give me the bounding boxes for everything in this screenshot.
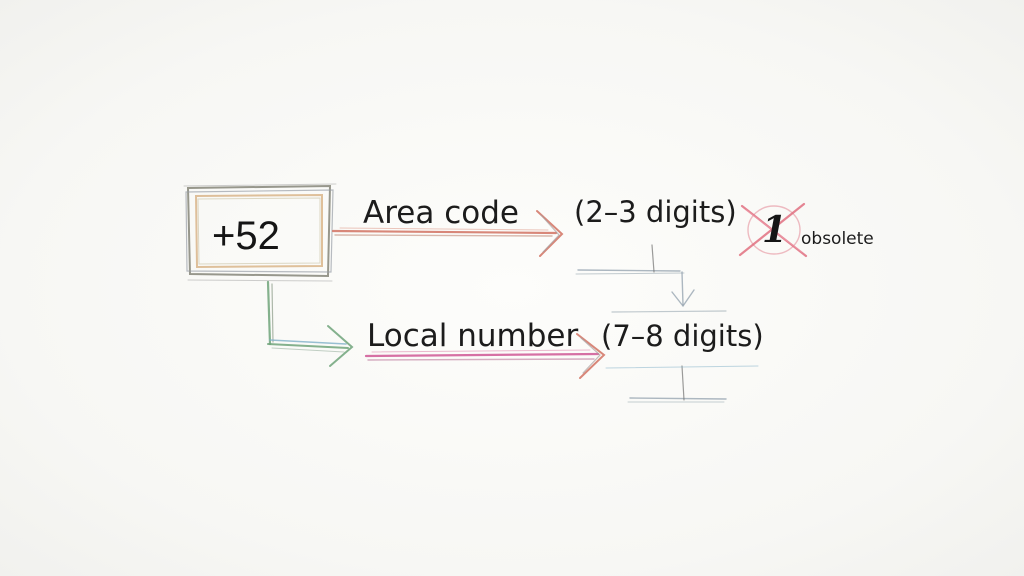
area-code-label: Area code — [363, 195, 519, 231]
local-digits-frame — [605, 310, 759, 403]
obsolete-strike-mark — [738, 202, 808, 258]
local-number-arrow — [364, 333, 606, 379]
local-number-digits: (7–8 digits) — [601, 319, 764, 353]
local-branch-line — [266, 280, 354, 367]
country-code-box — [183, 183, 337, 282]
local-number-label: Local number — [367, 318, 579, 354]
country-code: +52 — [212, 214, 280, 258]
area-digits-connector — [575, 244, 695, 308]
obsolete-digit: 1 — [762, 209, 788, 251]
obsolete-label: obsolete — [801, 229, 874, 249]
area-code-arrow — [331, 210, 564, 257]
area-code-digits: (2–3 digits) — [574, 195, 737, 229]
